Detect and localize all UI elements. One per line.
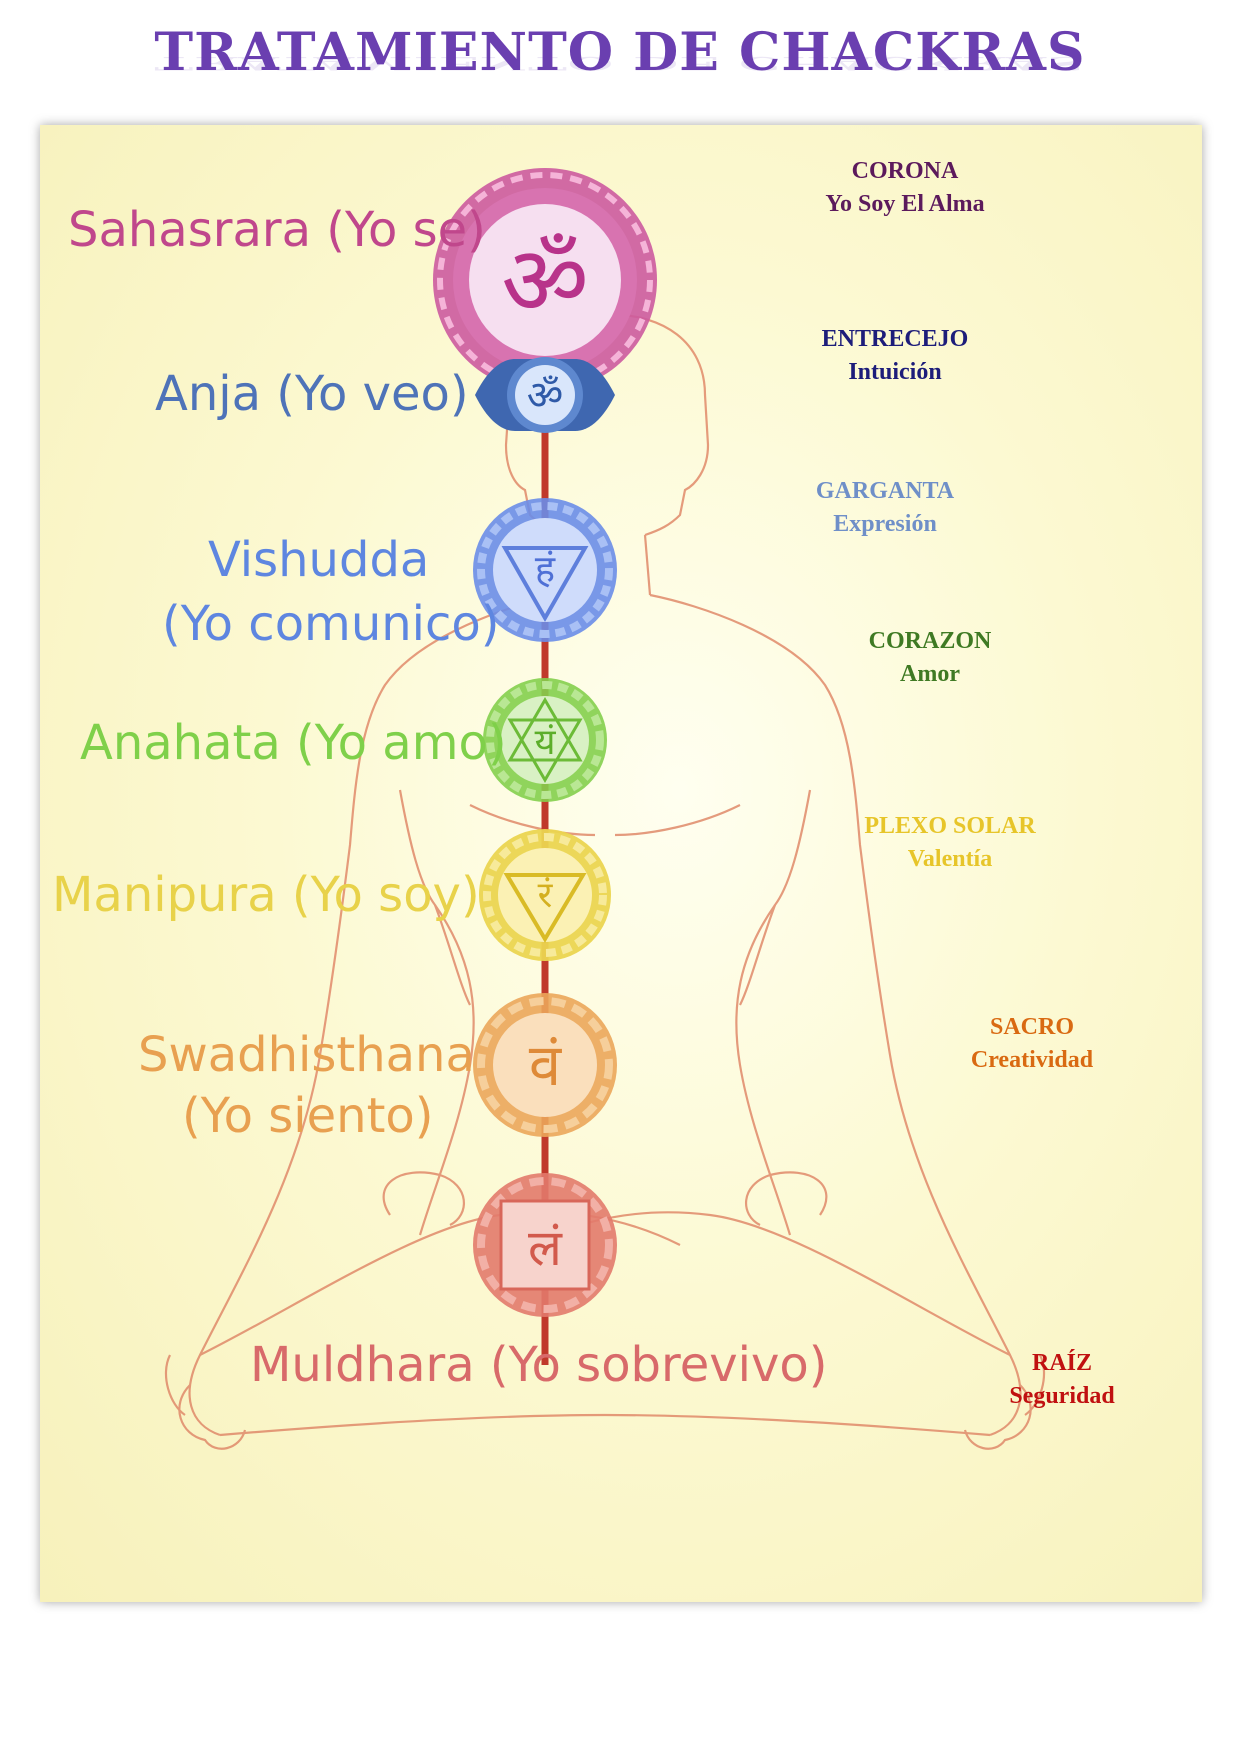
entrecejo-zone-title: ENTRECEJO	[821, 326, 969, 352]
root-symbol: लं	[528, 1219, 563, 1277]
sacral-chakra-icon: वं	[473, 993, 617, 1137]
swadhisthana-label: Swadhisthana	[138, 1027, 475, 1083]
heart-symbol: यं	[535, 722, 557, 763]
solar-symbol: रं	[538, 875, 554, 916]
plexo-solar-zone-title: PLEXO SOLAR	[864, 813, 1036, 839]
entrecejo-zone-meaning: Intuición	[848, 359, 942, 385]
throat-symbol: हं	[535, 547, 556, 591]
garganta-zone-title: GARGANTA	[815, 478, 955, 504]
swadhisthana-sub-label: (Yo siento)	[182, 1088, 434, 1144]
root-chakra-icon: लं	[473, 1173, 617, 1317]
sahasrara-label: Sahasrara (Yo se)	[68, 202, 486, 258]
anahata-label: Anahata (Yo amo)	[80, 715, 507, 771]
corona-zone: CORONA Yo Soy El Alma	[785, 155, 1025, 221]
corazon-zone-title: CORAZON	[868, 628, 992, 654]
chakra-illustration-panel: ॐ ॐ हं यं	[40, 125, 1202, 1602]
garganta-zone: GARGANTA Expresión	[765, 475, 1005, 541]
crown-symbol: ॐ	[501, 225, 589, 337]
corona-zone-title: CORONA	[851, 158, 959, 184]
garganta-zone-meaning: Expresión	[833, 511, 937, 537]
corona-zone-meaning: Yo Soy El Alma	[825, 191, 985, 217]
muldhara-label: Muldhara (Yo sobrevivo)	[250, 1337, 828, 1393]
heart-chakra-icon: यं	[483, 678, 607, 802]
plexo-solar-zone: PLEXO SOLAR Valentía	[830, 810, 1070, 876]
plexo-solar-zone-meaning: Valentía	[907, 846, 993, 872]
manipura-label: Manipura (Yo soy)	[52, 867, 480, 923]
sacro-zone-meaning: Creatividad	[970, 1047, 1094, 1073]
corazon-zone: CORAZON Amor	[810, 625, 1050, 691]
entrecejo-zone: ENTRECEJO Intuición	[775, 323, 1015, 389]
brow-symbol: ॐ	[527, 373, 563, 419]
anja-label: Anja (Yo veo)	[155, 366, 469, 422]
page-title: TRATAMIENTO DE CHACKRAS	[154, 22, 1086, 83]
vishudda-sub-label: (Yo comunico)	[162, 596, 500, 652]
sacro-zone-title: SACRO	[989, 1014, 1074, 1040]
raiz-zone: RAÍZ Seguridad	[972, 1347, 1152, 1413]
meditating-figure-illustration: ॐ ॐ हं यं	[165, 168, 1045, 1450]
corazon-zone-meaning: Amor	[900, 661, 960, 687]
raiz-zone-title: RAÍZ	[1031, 1350, 1092, 1376]
sacro-zone: SACRO Creatividad	[912, 1011, 1152, 1077]
solar-plexus-chakra-icon: रं	[479, 829, 611, 961]
throat-chakra-icon: हं	[473, 498, 617, 642]
sacral-symbol: वं	[529, 1031, 563, 1099]
vishudda-label: Vishudda	[208, 532, 430, 588]
raiz-zone-meaning: Seguridad	[1009, 1383, 1115, 1409]
brow-chakra-icon: ॐ	[475, 357, 615, 433]
